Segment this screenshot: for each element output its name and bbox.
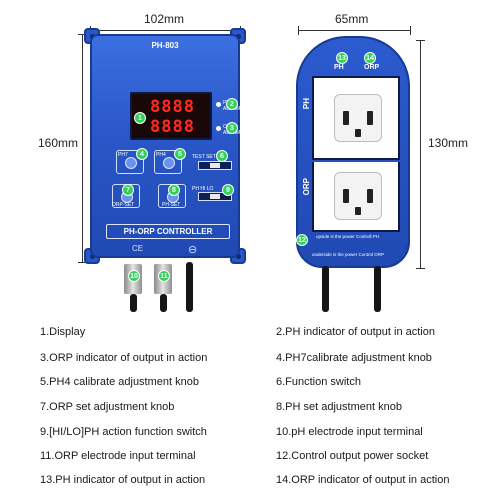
orp-socket-hole-left — [343, 189, 349, 203]
display-top-reading: 8888 — [150, 97, 195, 117]
legend-item-12: 12.Control output power socket — [276, 450, 429, 462]
legend-item-6: 6.Function switch — [276, 376, 361, 388]
badge-control-output-socket: 12 — [296, 234, 308, 246]
ph-orp-controller-unit: PH-803 8888 8888 1 PH ALARM 2 ORP ALARM … — [84, 28, 246, 264]
right-width-tick-left — [298, 26, 299, 35]
badge-ph-alarm: 2 — [226, 98, 238, 110]
controller-housing: PH-803 8888 8888 1 PH ALARM 2 ORP ALARM … — [90, 34, 240, 258]
ph-socket-hole-left — [343, 111, 349, 125]
legend-item-11: 11.ORP electrode input terminal — [40, 450, 196, 462]
function-switch-label: TEST SET — [192, 154, 216, 160]
bottom-underside-text: underside is the power Control ORP — [312, 252, 385, 257]
badge-display: 1 — [134, 112, 146, 124]
orp-probe-cable — [160, 294, 167, 312]
power-cable-right-2 — [374, 266, 381, 312]
power-socket-unit: PH ORP 13 14 PH ORP upside is the power … — [296, 36, 410, 272]
ph7-knob-dial[interactable] — [125, 157, 137, 169]
badge-orp-indicator: 14 — [364, 52, 376, 64]
legend-item-13: 13.PH indicator of output in action — [40, 474, 206, 486]
legend-item-4: 4.PH7calibrate adjustment knob — [276, 352, 432, 364]
recycle-mark: ⊖ — [188, 244, 198, 256]
legend-item-7: 7.ORP set adjustment knob — [40, 401, 175, 413]
badge-orp-set-knob: 7 — [122, 184, 134, 196]
ce-mark: CE — [132, 244, 144, 253]
socket-housing: PH ORP 13 14 PH ORP upside is the power … — [296, 36, 410, 268]
legend-item-8: 8.PH set adjustment knob — [276, 401, 402, 413]
panel-upside-text: upside is the power Controll PH — [316, 234, 380, 239]
badge-ph-indicator: 13 — [336, 52, 348, 64]
right-width-line — [298, 30, 410, 31]
badge-hilo-switch: 9 — [222, 184, 234, 196]
orp-socket-hole-right — [367, 189, 373, 203]
right-height-tick-bottom — [416, 268, 425, 269]
badge-function-switch: 6 — [216, 150, 228, 162]
top-ph-label: PH — [334, 64, 344, 71]
ph-power-socket[interactable] — [312, 76, 400, 160]
ph7-calibrate-knob[interactable] — [116, 150, 144, 174]
right-height-tick-top — [416, 40, 425, 41]
right-height-label: 130mm — [428, 136, 469, 150]
ph-probe-cable — [130, 294, 137, 312]
legend-item-3: 3.ORP indicator of output in action — [40, 352, 208, 364]
display-bottom-reading: 8888 — [150, 117, 195, 137]
badge-ph7-knob: 4 — [136, 148, 148, 160]
hilo-switch[interactable] — [198, 192, 232, 201]
legend-item-10: 10.pH electrode input terminal — [276, 426, 423, 438]
right-width-tick-right — [410, 26, 411, 35]
orp-power-socket[interactable] — [312, 162, 400, 232]
badge-ph-terminal: 10 — [128, 270, 140, 282]
badge-orp-terminal: 11 — [158, 270, 170, 282]
ph4-label: PH4 — [156, 152, 166, 158]
left-height-tick-top — [78, 34, 87, 35]
left-width-label: 102mm — [144, 12, 185, 26]
left-height-line — [82, 34, 83, 262]
side-orp-label: ORP — [302, 178, 311, 196]
right-width-label: 65mm — [335, 12, 369, 26]
right-height-line — [420, 40, 421, 268]
left-width-line — [90, 30, 240, 31]
legend-item-9: 9.[HI/LO]PH action function switch — [40, 426, 207, 438]
ph7-label: PH7 — [118, 152, 128, 158]
ph-socket-hole-ground — [355, 129, 361, 137]
left-height-label: 160mm — [38, 136, 79, 150]
top-orp-label: ORP — [364, 64, 380, 71]
controller-title-label: PH-ORP CONTROLLER — [106, 224, 230, 239]
power-cable-left — [186, 262, 193, 312]
ph-alarm-led — [216, 102, 221, 107]
legend-item-1: 1.Display — [40, 326, 86, 338]
ph-set-label: PH-SET — [162, 202, 181, 208]
orp-socket-hole-ground — [355, 207, 361, 215]
ph4-calibrate-knob[interactable] — [154, 150, 182, 174]
legend-item-5: 5.PH4 calibrate adjustment knob — [40, 376, 199, 388]
ph-socket-hole-right — [367, 111, 373, 125]
legend-item-14: 14.ORP indicator of output in action — [276, 474, 450, 486]
legend-item-2: 2.PH indicator of output in action — [276, 326, 435, 338]
left-height-tick-bottom — [78, 262, 87, 263]
model-label: PH-803 — [151, 41, 179, 50]
badge-orp-alarm: 3 — [226, 122, 238, 134]
ph4-knob-dial[interactable] — [163, 157, 175, 169]
hilo-switch-label: PH HI LO — [192, 186, 214, 192]
ph-socket-face[interactable] — [334, 94, 382, 142]
power-cable-right-1 — [322, 266, 329, 312]
orp-set-label: ORP-SET — [112, 202, 135, 208]
function-switch[interactable] — [198, 161, 232, 170]
side-ph-label: PH — [302, 98, 311, 110]
orp-alarm-led — [216, 126, 221, 131]
orp-socket-face[interactable] — [334, 172, 382, 220]
badge-ph4-knob: 5 — [174, 148, 186, 160]
badge-ph-set-knob: 8 — [168, 184, 180, 196]
